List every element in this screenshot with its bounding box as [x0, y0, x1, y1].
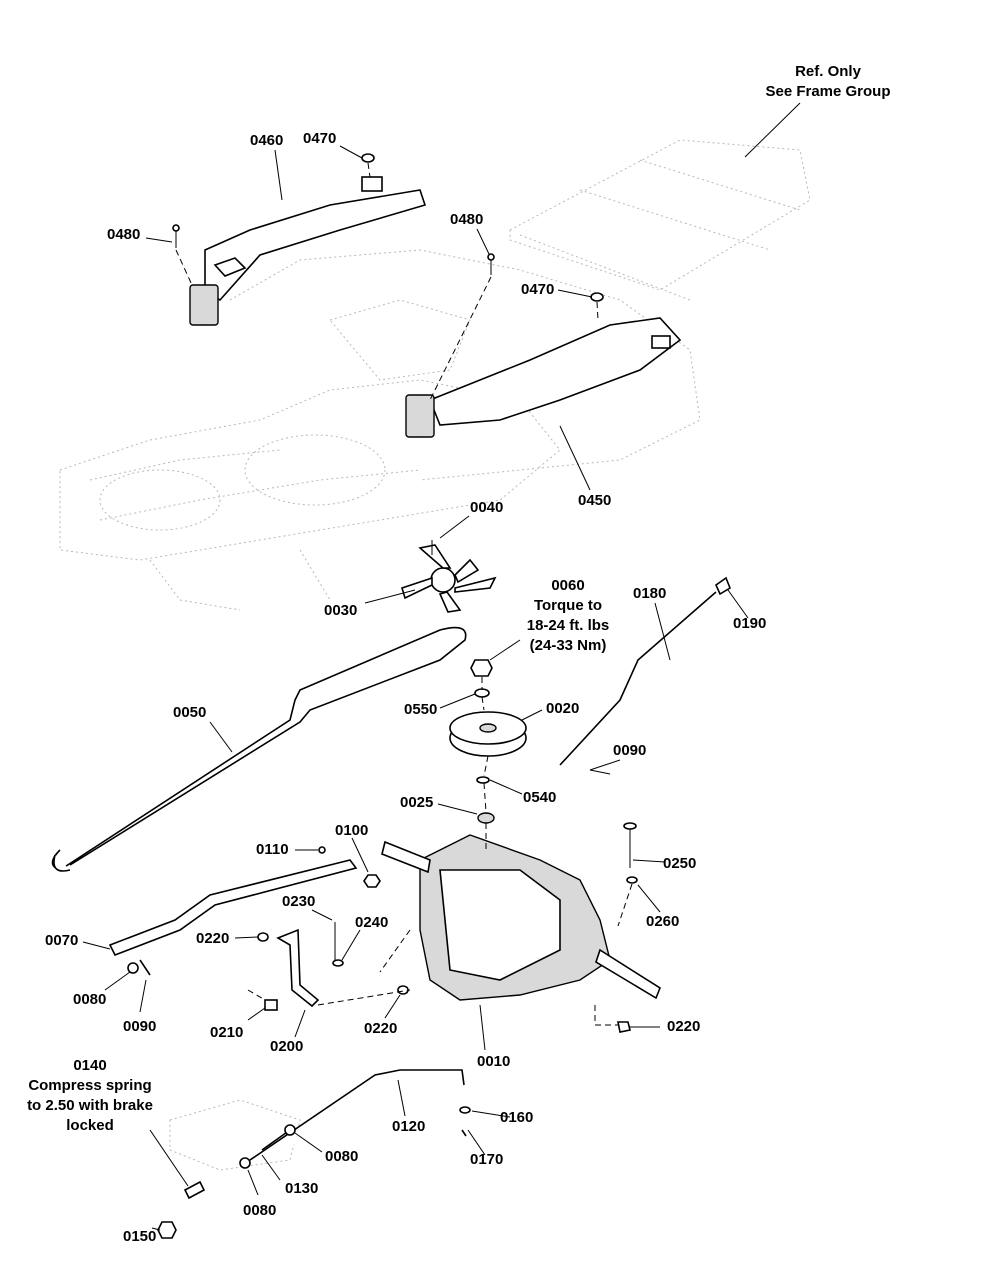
pulley-stack	[449, 659, 527, 824]
bracket	[247, 922, 631, 1033]
callout-0200: 0200	[270, 1038, 304, 1055]
bolt-0250	[594, 822, 638, 1026]
callout-0240: 0240	[355, 914, 389, 931]
callout-0050: 0050	[173, 704, 207, 721]
callout-0190: 0190	[733, 615, 767, 632]
callout-0030: 0030	[324, 602, 358, 619]
spring-note: 0140 Compress spring to 2.50 with brake …	[10, 1056, 170, 1136]
cooling-fan	[401, 540, 497, 613]
callout-0080: 0080	[243, 1202, 277, 1219]
callout-0480: 0480	[107, 226, 141, 243]
callout-0080: 0080	[73, 991, 107, 1008]
callout-0480: 0480	[450, 211, 484, 228]
torque-note: 0060 Torque to 18-24 ft. lbs (24-33 Nm)	[508, 576, 628, 656]
callout-0040: 0040	[470, 499, 504, 516]
transaxle	[381, 823, 661, 1001]
callout-0470: 0470	[521, 281, 555, 298]
control-rod	[559, 576, 731, 775]
callout-0080: 0080	[325, 1148, 359, 1165]
drive-belt	[51, 626, 467, 872]
callout-0110: 0110	[256, 841, 289, 858]
callout-0220: 0220	[667, 1018, 701, 1035]
callout-0160: 0160	[500, 1109, 534, 1126]
callout-0170: 0170	[470, 1151, 504, 1168]
ref-only-line-1: Ref. Only	[795, 63, 861, 80]
callout-0550: 0550	[404, 701, 438, 718]
callout-0070: 0070	[45, 932, 79, 949]
callout-0090: 0090	[123, 1018, 157, 1035]
callout-0120: 0120	[392, 1118, 426, 1135]
leader-lines	[82, 102, 801, 1231]
spring-line-1: Compress spring	[28, 1077, 152, 1094]
callout-0020: 0020	[546, 700, 580, 717]
spring-part-number: 0140	[73, 1057, 107, 1074]
callout-0450: 0450	[578, 492, 612, 509]
callout-0150: 0150	[123, 1228, 157, 1245]
ref-only-note: Ref. Only See Frame Group	[752, 62, 904, 102]
brake-arm	[108, 846, 381, 976]
callout-0260: 0260	[646, 913, 680, 930]
callout-0460: 0460	[250, 132, 284, 149]
spring-line-3: locked	[66, 1117, 114, 1134]
callout-0220: 0220	[196, 930, 230, 947]
callout-0010: 0010	[477, 1053, 511, 1070]
callout-0250: 0250	[663, 855, 697, 872]
callout-0025: 0025	[400, 794, 434, 811]
right-panel	[405, 317, 682, 438]
callout-0090: 0090	[613, 742, 647, 759]
callout-0470: 0470	[303, 130, 337, 147]
brake-rod	[157, 1069, 471, 1239]
torque-part-number: 0060	[551, 577, 585, 594]
callout-0540: 0540	[523, 789, 557, 806]
torque-line-1: Torque to	[533, 597, 603, 614]
spring-line-2: to 2.50 with brake	[27, 1097, 153, 1114]
torque-line-3: (24-33 Nm)	[529, 637, 607, 654]
callout-0100: 0100	[335, 822, 369, 839]
callout-0130: 0130	[285, 1180, 319, 1197]
left-panel	[189, 176, 427, 326]
callout-0210: 0210	[210, 1024, 244, 1041]
ref-only-line-2: See Frame Group	[765, 83, 891, 100]
callout-0230: 0230	[282, 893, 316, 910]
torque-line-2: 18-24 ft. lbs	[526, 617, 610, 634]
callout-0180: 0180	[633, 585, 667, 602]
callout-0220: 0220	[364, 1020, 398, 1037]
